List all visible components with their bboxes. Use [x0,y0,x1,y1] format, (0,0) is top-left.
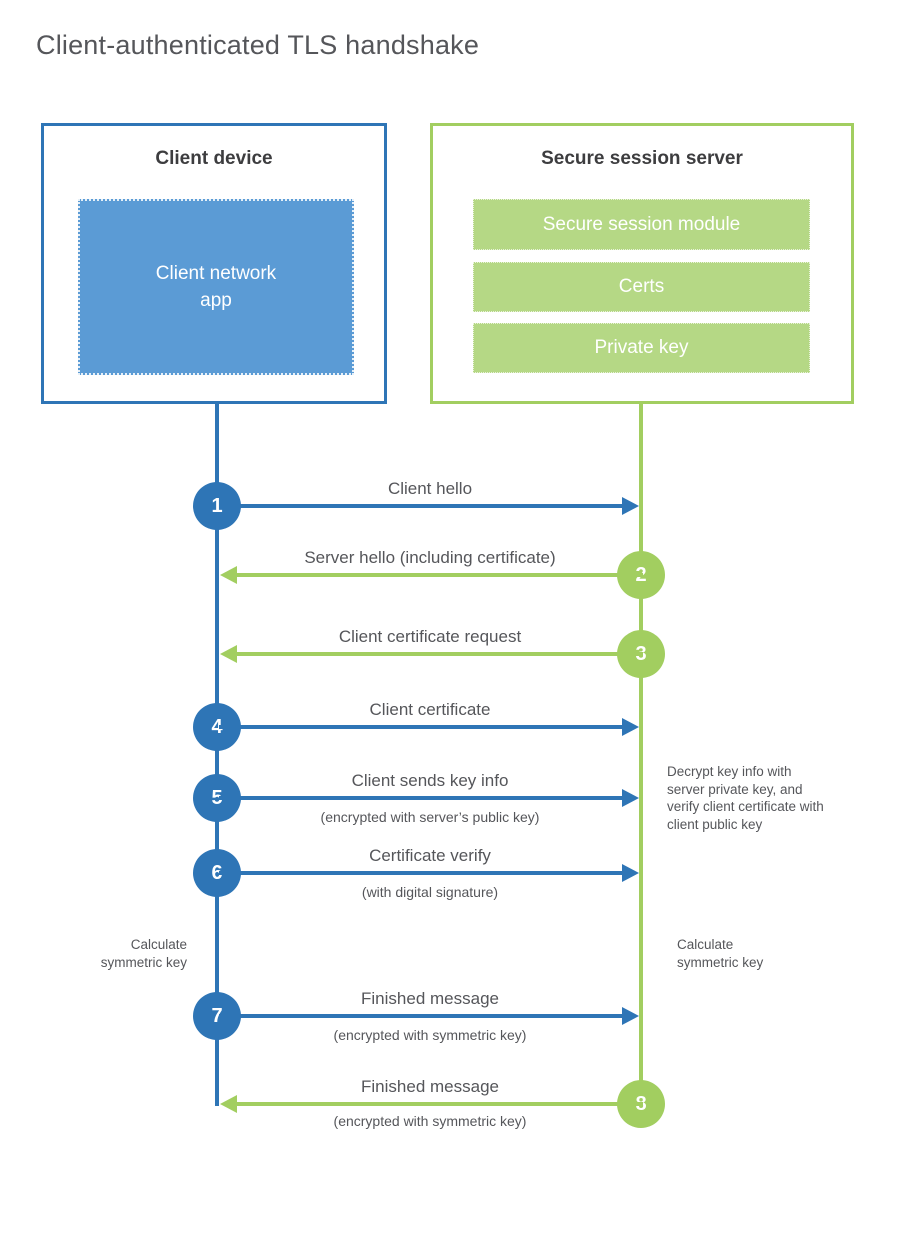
module-secure-session: Secure session module [473,199,810,250]
arrow-line-6 [219,871,623,875]
message-label-4: Client certificate [369,700,491,719]
arrow-head-right-icon [622,864,639,882]
server-lifeline [639,404,643,1104]
step-number: 7 [211,1004,223,1027]
message-label-8: Finished message [361,1077,499,1096]
arrow-head-right-icon [622,718,639,736]
arrow-line-8 [236,1102,643,1106]
decrypt-note: Decrypt key info with server private key… [667,764,824,832]
message-sublabel-7: (encrypted with symmetric key) [333,1027,527,1043]
arrow-line-7 [219,1014,623,1018]
message-sublabel-8: (encrypted with symmetric key) [333,1113,527,1129]
secure-session-server-title: Secure session server [541,148,743,169]
arrow-line-5 [219,796,623,800]
module-certs: Certs [473,262,810,312]
step-number: 6 [211,861,223,884]
arrow-line-1 [219,504,623,508]
message-label-3: Client certificate request [338,627,522,646]
arrow-head-left-icon [220,645,237,663]
client-device-title: Client device [155,148,273,169]
page-title: Client-authenticated TLS handshake [36,30,480,60]
message-label-5: Client sends key info [351,771,509,790]
client-lifeline [215,404,219,1106]
arrow-head-left-icon [220,566,237,584]
arrow-head-right-icon [622,1007,639,1025]
message-label-2: Server hello (including certificate) [304,548,556,567]
module-private-key-label: Private key [594,337,689,358]
module-secure-session-label: Secure session module [542,213,741,235]
secure-session-server-box: Secure session server Secure session mod… [430,123,854,404]
message-sublabel-6: (with digital signature) [361,884,499,900]
module-private-key: Private key [473,323,810,373]
arrow-head-right-icon [622,789,639,807]
arrow-head-right-icon [622,497,639,515]
arrow-line-2 [236,573,643,577]
message-label-1: Client hello [387,479,473,498]
arrow-line-4 [219,725,623,729]
message-label-6: Certificate verify [369,846,491,865]
message-sublabel-5: (encrypted with server’s public key) [320,809,540,825]
step-number: 4 [211,715,223,738]
calculate-symmetric-key-server: Calculate symmetric key [677,937,764,970]
step-number: 1 [211,494,223,517]
client-device-box: Client device Client network app [41,123,387,404]
arrow-line-3 [236,652,643,656]
step-number: 5 [211,786,223,809]
client-network-app-box: Client network app [78,199,354,375]
message-label-7: Finished message [361,989,499,1008]
client-network-app-label: Client network app [155,263,277,311]
arrow-head-left-icon [220,1095,237,1113]
calculate-symmetric-key-client: Calculate symmetric key [100,937,187,970]
module-certs-label: Certs [618,276,665,297]
